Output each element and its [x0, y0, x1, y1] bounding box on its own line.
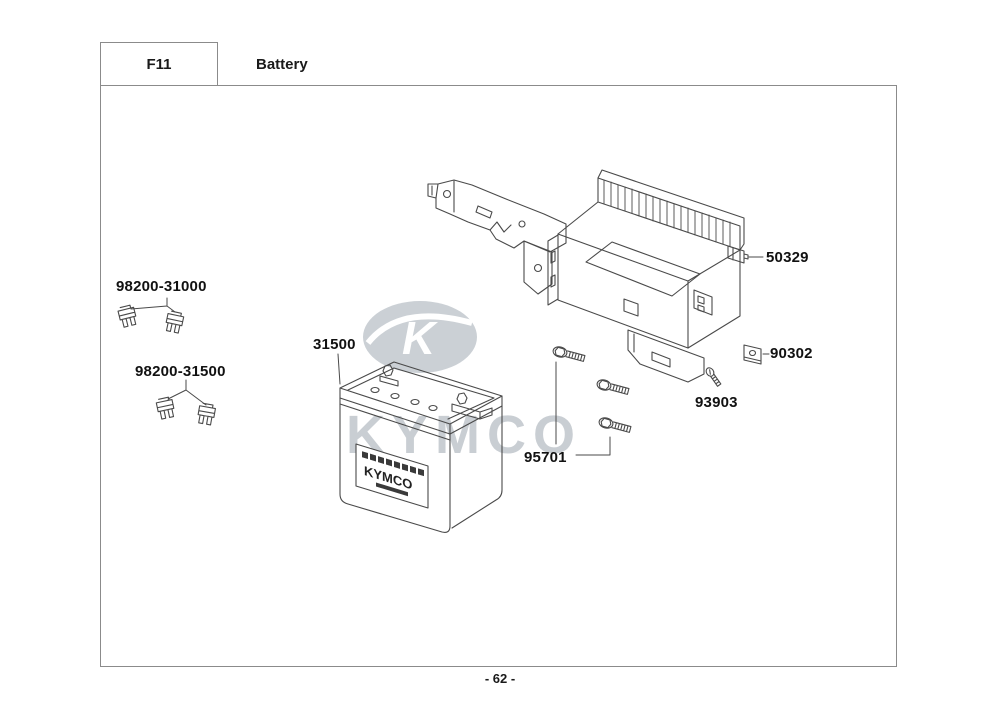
part-label-fuse-a: 98200-31000 [116, 278, 207, 295]
leader-98200-31000 [130, 297, 176, 313]
leader-95701 [555, 361, 611, 456]
part-label-battery-box: 50329 [766, 249, 809, 266]
screw-icon [705, 367, 722, 387]
nut-icon [743, 344, 762, 365]
diagram-frame [100, 85, 897, 667]
section-code-box: F11 [100, 42, 218, 86]
battery-box-drawing [547, 169, 745, 383]
bolt-icon [595, 377, 630, 397]
part-label-screw: 93903 [695, 394, 738, 411]
cooling-fins [603, 179, 731, 247]
section-code: F11 [146, 55, 172, 73]
part-label-fuse-b: 98200-31500 [135, 363, 226, 380]
fuse-icon [196, 402, 217, 426]
fuse-icon [163, 310, 185, 335]
page-number: - 62 - [484, 671, 516, 686]
bolt-icon [551, 344, 586, 364]
section-title: Battery [256, 56, 308, 73]
part-label-battery: 31500 [313, 336, 356, 353]
leader-98200-31500 [167, 379, 207, 406]
fuse-icon [155, 396, 177, 421]
bolt-icon [597, 415, 632, 435]
battery-drawing: KYMCO [339, 361, 503, 533]
battery-terminal-right [451, 392, 493, 420]
leader-31500 [337, 353, 341, 385]
part-label-nut: 90302 [770, 345, 813, 362]
clip-icon [727, 245, 749, 264]
fuse-icon [116, 303, 139, 329]
battery-sticker-content: KYMCO [362, 451, 424, 497]
bolt-icons [551, 344, 632, 435]
leader-lines [130, 256, 770, 456]
part-label-bolt: 95701 [524, 449, 567, 466]
bracket-plate-drawing [427, 179, 567, 295]
